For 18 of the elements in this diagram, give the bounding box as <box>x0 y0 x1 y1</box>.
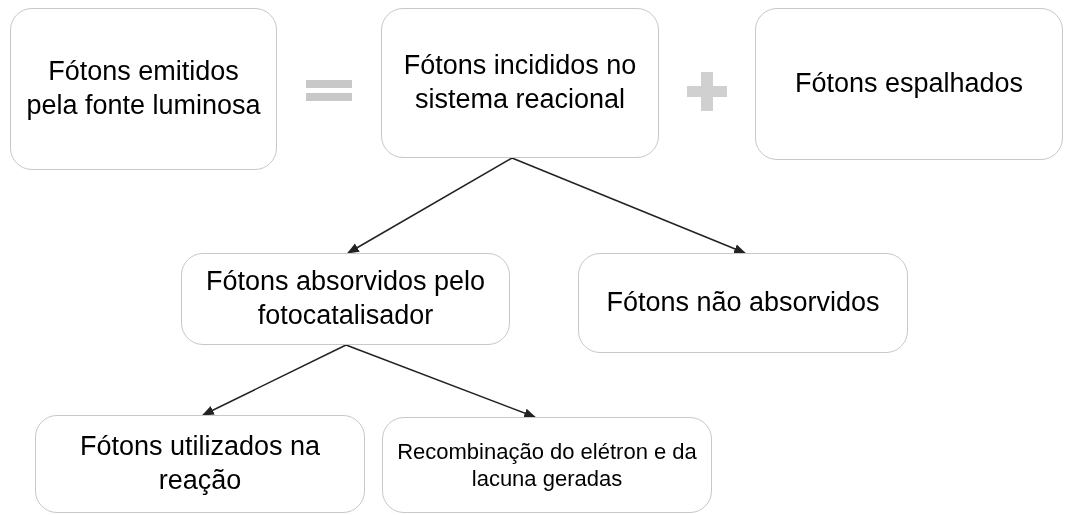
process-box <box>578 253 908 353</box>
process-box <box>35 415 365 513</box>
box-text: Fótons espalhados <box>794 68 1024 99</box>
box-text: Fótons utilizados na reação <box>79 431 321 495</box>
box-text: Fótons incididos no sistema reacional <box>403 50 637 114</box>
arrow <box>346 157 513 254</box>
arrow <box>345 344 537 418</box>
process-box <box>10 8 277 170</box>
box-text: Fótons não absorvidos <box>606 287 880 318</box>
box-text: Fótons emitidos pela fonte luminosa <box>26 56 261 120</box>
process-box <box>755 8 1063 160</box>
box-text: Recombinação do elétron e da lacuna geradas <box>397 438 697 491</box>
box-text: Fótons absorvidos pelo fotocatalisador <box>205 266 486 330</box>
process-box <box>382 417 712 513</box>
process-box <box>181 253 510 345</box>
arrow <box>511 157 747 254</box>
arrow <box>201 344 347 416</box>
process-box <box>381 8 659 158</box>
